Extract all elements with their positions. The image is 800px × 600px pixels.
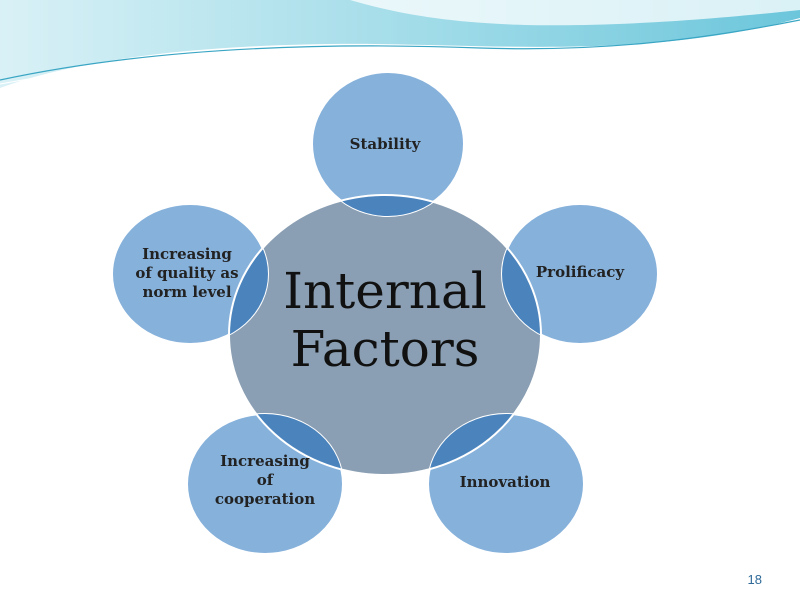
page-number: 18 — [747, 572, 762, 587]
node-label-stability: Stability — [349, 135, 421, 153]
banner-highlight — [350, 0, 800, 26]
banner-line — [0, 25, 800, 85]
node-label-innovation: Innovation — [459, 473, 551, 491]
decorative-banner — [0, 0, 800, 88]
center-circle — [229, 195, 541, 475]
node-label-prolificacy: Prolificacy — [535, 263, 625, 281]
overlap-regions — [229, 195, 541, 475]
banner-line — [0, 19, 800, 81]
node-label-quality: Increasing of quality as norm level — [135, 245, 239, 301]
center-circle-outline — [228, 194, 542, 476]
center-label: Internal Factors — [283, 262, 487, 378]
node-label-cooperation: Increasing of cooperation — [214, 452, 316, 508]
